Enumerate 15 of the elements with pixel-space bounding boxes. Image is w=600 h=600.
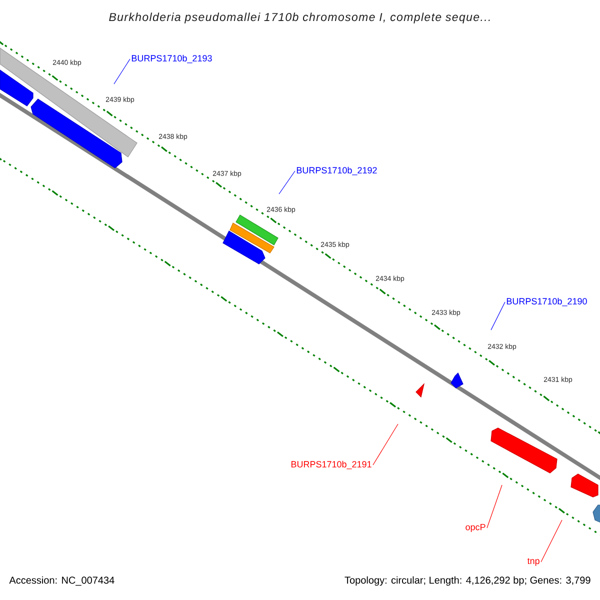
gene-label: BURPS1710b_2192 — [296, 166, 377, 176]
leader-line — [490, 302, 506, 330]
gene-label: BURPS1710b_2191 — [291, 460, 372, 470]
leader-line — [278, 170, 296, 194]
leader-line — [540, 520, 562, 562]
accession-text: Accession: NC_007434 — [9, 576, 114, 586]
leader-line — [486, 484, 502, 528]
gene-label: opcP — [466, 524, 486, 532]
leader-line — [114, 58, 130, 84]
gene-label: BURPS1710b_2190 — [506, 298, 587, 306]
title: Burkholderia pseudomallei 1710b chromosome I, complete seque... — [109, 12, 490, 24]
leader-line — [372, 424, 398, 466]
summary-text: Topology: circular; Length: 4,126,292 bp; Genes: 3,799 — [344, 576, 590, 586]
gene-label: tnp — [527, 558, 540, 566]
gene-label: BURPS1710b_2193 — [132, 54, 212, 64]
